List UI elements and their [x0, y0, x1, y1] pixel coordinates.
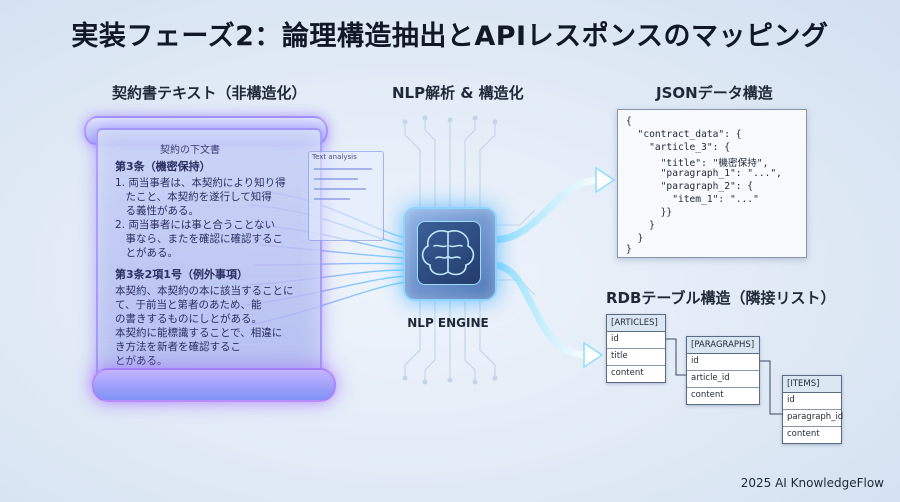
- json-line: {: [626, 116, 632, 127]
- json-line: "item_1": "...": [626, 194, 759, 205]
- scroll-line: とがある。: [115, 355, 168, 367]
- json-line: "paragraph_1": "...",: [626, 168, 782, 179]
- json-line: }: [626, 244, 632, 255]
- table-column: content: [787, 429, 820, 439]
- footer-credit: 2025 AI KnowledgeFlow: [740, 476, 884, 490]
- scroll-line: 2. 両当事者には事と合うことない: [115, 219, 276, 231]
- json-structure-box: [617, 109, 807, 258]
- table-name: [PARAGRAPHS]: [687, 337, 759, 354]
- json-line: "contract_data": {: [626, 129, 742, 140]
- table-paragraphs: [PARAGRAPHS] id article_id content: [686, 336, 760, 405]
- json-section-label: JSONデータ構造: [656, 84, 773, 102]
- source-section-label: 契約書テキスト（非構造化）: [112, 84, 307, 102]
- json-line: "paragraph_2": {: [626, 181, 754, 192]
- json-line: }: [626, 220, 655, 231]
- scroll-line: 事なら、またを確認に確認するこ: [115, 233, 283, 245]
- scroll-line: 本契約に能標識することで、相違に: [115, 327, 283, 339]
- table-column: article_id: [687, 371, 759, 388]
- scroll-heading: 契約の下文書: [160, 145, 220, 156]
- chip-core: [417, 221, 481, 285]
- scroll-line: る義性がある。: [115, 205, 199, 217]
- text-analysis-label: Text analysis: [312, 153, 357, 161]
- json-line: "article_3": {: [626, 142, 730, 153]
- text-analysis-bar: [314, 178, 358, 180]
- rdb-flow-arrow: [489, 261, 592, 359]
- json-line: }: [626, 233, 644, 244]
- table-column: content: [691, 390, 724, 400]
- table-column: paragraph_id: [783, 410, 843, 427]
- process-section-label: NLP解析 & 構造化: [392, 84, 524, 102]
- contract-scroll: [96, 128, 322, 394]
- text-analysis-panel: [308, 151, 384, 241]
- json-line: "title": "機密保持",: [626, 158, 769, 169]
- table-name: [ARTICLES]: [607, 315, 665, 332]
- scroll-line: 本契約、本契約の本に該当することに: [115, 285, 294, 297]
- table-column: id: [783, 393, 841, 410]
- rdb-section-label: RDBテーブル構造（隣接リスト）: [606, 289, 836, 307]
- scroll-line: き方法を新者を確認するこ: [115, 341, 241, 353]
- json-line: }}: [626, 207, 673, 218]
- table-articles: [ARTICLES] id title content: [606, 314, 666, 383]
- text-analysis-bar: [314, 198, 350, 200]
- text-analysis-bar: [314, 168, 372, 170]
- scroll-line: 第3条2項1号（例外事項）: [115, 268, 248, 281]
- scroll-line: の書きするものにしとがある。: [115, 313, 262, 325]
- table-items: [ITEMS] id paragraph_id content: [782, 375, 843, 444]
- table-column: title: [607, 349, 665, 366]
- scroll-line: て、于前当と第者のあため、能: [115, 299, 262, 311]
- scroll-bottom-roll: [92, 368, 336, 402]
- text-analysis-bar: [314, 188, 366, 190]
- scroll-line: とがある。: [115, 247, 178, 259]
- scroll-line: 1. 両当事者は、本契約により知り得: [115, 177, 286, 189]
- table-column: content: [611, 368, 644, 378]
- page-title: 実装フェーズ2：論理構造抽出とAPIレスポンスのマッピング: [71, 21, 829, 52]
- table-column: id: [607, 332, 665, 349]
- table-name: [ITEMS]: [783, 376, 841, 393]
- scroll-line: 第3条（機密保持）: [115, 160, 211, 173]
- table-column: id: [687, 354, 759, 371]
- nlp-engine-label: NLP ENGINE: [407, 316, 489, 330]
- scroll-line: たこと、本契約を遂行して知得: [115, 191, 272, 203]
- json-flow-arrow: [489, 176, 604, 244]
